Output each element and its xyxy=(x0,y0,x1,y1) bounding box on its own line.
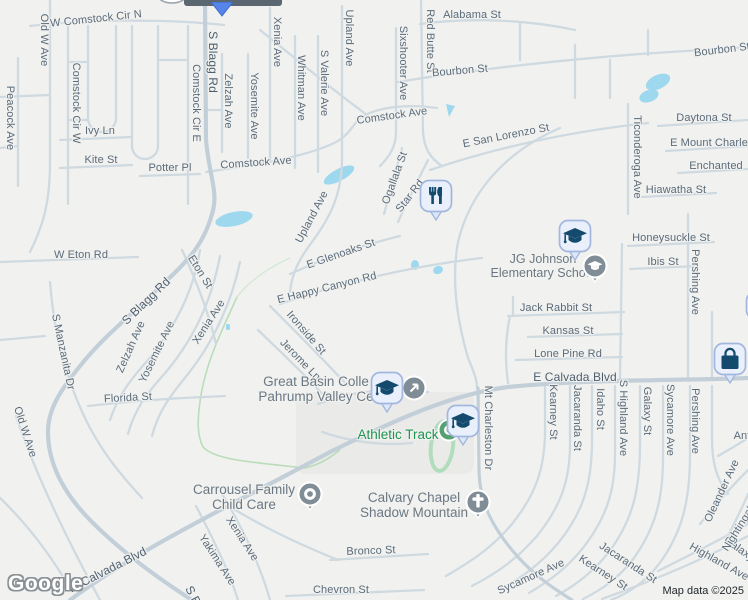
street-label: Galaxy St xyxy=(641,386,653,436)
street-label: Comstock Ave xyxy=(355,105,429,127)
street-label: S Blagg Rd xyxy=(206,31,220,93)
street-label: S Valerie Ave xyxy=(318,49,330,117)
street-label: Old W Ave xyxy=(11,405,39,459)
street-label: E Mount Charle xyxy=(670,137,748,149)
poi-label-line: JG Johnson xyxy=(509,252,577,266)
street-label: Comstock Cir W xyxy=(70,62,82,144)
street-label: Zelzah Ave xyxy=(222,73,234,129)
street-label: Daytona St xyxy=(676,112,732,124)
street-label: Jack Rabbit St xyxy=(519,302,593,314)
street-label: Sycamore Ave xyxy=(495,556,567,598)
school-marker-great-basin-glyph xyxy=(370,371,404,414)
street-label: Eton St xyxy=(185,253,215,291)
street-label: Mt Charleston Dr xyxy=(482,385,494,471)
school-marker-athletic-glyph xyxy=(446,404,480,447)
poi-label-line: Elementary School xyxy=(490,266,596,280)
street-label: Kite St xyxy=(84,154,118,166)
street-label: Bourbon St xyxy=(693,40,748,60)
poi-label-line: Calvary Chapel xyxy=(367,490,461,505)
trail-path-2 xyxy=(236,257,291,298)
street-label: Enchanted xyxy=(689,160,743,172)
street-label: Idaho St xyxy=(594,388,606,430)
street-label: Florida St xyxy=(103,390,153,406)
street-label: Bourbon St xyxy=(431,62,489,80)
shopping-bag-marker-glyph xyxy=(713,342,747,385)
major-roads xyxy=(45,0,748,600)
street-label: Xenia Ave xyxy=(271,16,283,68)
street-label: Whitman Ave xyxy=(295,55,307,121)
street-label: Peacock Ave xyxy=(4,85,16,151)
street-label: Pershing Ave xyxy=(689,388,701,454)
street-label: W Comstock Cir N xyxy=(49,8,143,30)
poi-label-line: Shadow Mountain xyxy=(359,505,469,521)
street-label: E Calvada Blvd xyxy=(533,370,617,384)
poi-label-line: Pahrump Valley Ce xyxy=(258,389,374,405)
street-label: Kearney St xyxy=(547,384,559,440)
street-label: Yakima Ave xyxy=(196,532,238,588)
street-label: Old W Ave xyxy=(38,13,50,67)
church-icon-glyph xyxy=(465,489,491,520)
street-label: Ibis St xyxy=(647,256,679,268)
childcare-icon-glyph xyxy=(297,481,323,512)
street-label: Lone Pine Rd xyxy=(534,348,602,360)
pin-tip-glyph xyxy=(210,2,234,17)
label-balloon-glyph xyxy=(184,0,282,6)
street-label: Honeysuckle St xyxy=(632,232,710,244)
street-label: E Glenoaks St xyxy=(305,236,377,272)
street-label: Comstock Cir E xyxy=(190,64,202,142)
street-label: S Blagg Rd xyxy=(182,583,223,600)
street-label: S Highland Ave xyxy=(617,379,629,457)
street-label: Red Butte St xyxy=(424,9,436,73)
poi-label-line: Athletic Track xyxy=(357,427,439,442)
trail-path xyxy=(197,296,341,469)
street-label: Xenia Ave xyxy=(223,514,261,564)
google-logo[interactable]: Google xyxy=(8,572,84,595)
street-label: Alabama St xyxy=(443,9,501,21)
street-label: Upland Ave xyxy=(293,188,331,246)
restaurant-marker-glyph xyxy=(419,179,453,222)
street-label: E San Lorenzo St xyxy=(461,121,551,151)
street-label: Ticonderoga Ave xyxy=(631,115,643,199)
street-label: Kansas St xyxy=(542,325,594,337)
street-label: Bronco St xyxy=(346,544,396,558)
street-label: Comstock Ave xyxy=(220,154,292,172)
street-label: Chevron St xyxy=(312,584,370,596)
street-label: Sycamore Ave xyxy=(664,384,676,456)
street-label: Yosemite Ave xyxy=(248,72,260,140)
school-circle-icon-glyph xyxy=(582,253,608,284)
poi-label-line: Child Care xyxy=(212,497,276,513)
street-label: Pershing Ave xyxy=(689,249,701,315)
street-label: Hiawatha St xyxy=(645,184,707,196)
street-label: Ivy Ln xyxy=(85,125,115,137)
street-label: S Manzanita Dr xyxy=(49,312,77,392)
street-label: W Eton Rd xyxy=(53,249,109,261)
school-marker-jg-johnson-glyph xyxy=(558,219,592,262)
poi-label-athletic-track[interactable]: Athletic Track xyxy=(357,427,438,442)
street-label: Sixshooter Ave xyxy=(397,25,409,101)
street-label: Ant xyxy=(733,430,748,442)
poi-label-line: Great Basin Colle xyxy=(263,374,369,389)
route-shield-glyph xyxy=(159,0,185,4)
poi-label-line: Carrousel Family xyxy=(192,482,296,497)
street-label: Oleander Ave xyxy=(702,457,742,525)
street-label: E Happy Canyon Rd xyxy=(276,269,378,307)
street-label: Upland Ave xyxy=(343,9,355,67)
street-label: Potter Pl xyxy=(148,162,192,174)
street-label: Xenia Ave xyxy=(190,297,228,347)
street-label: Jacaranda St xyxy=(571,384,583,452)
map-data-attribution: Map data ©2025 xyxy=(662,585,745,597)
